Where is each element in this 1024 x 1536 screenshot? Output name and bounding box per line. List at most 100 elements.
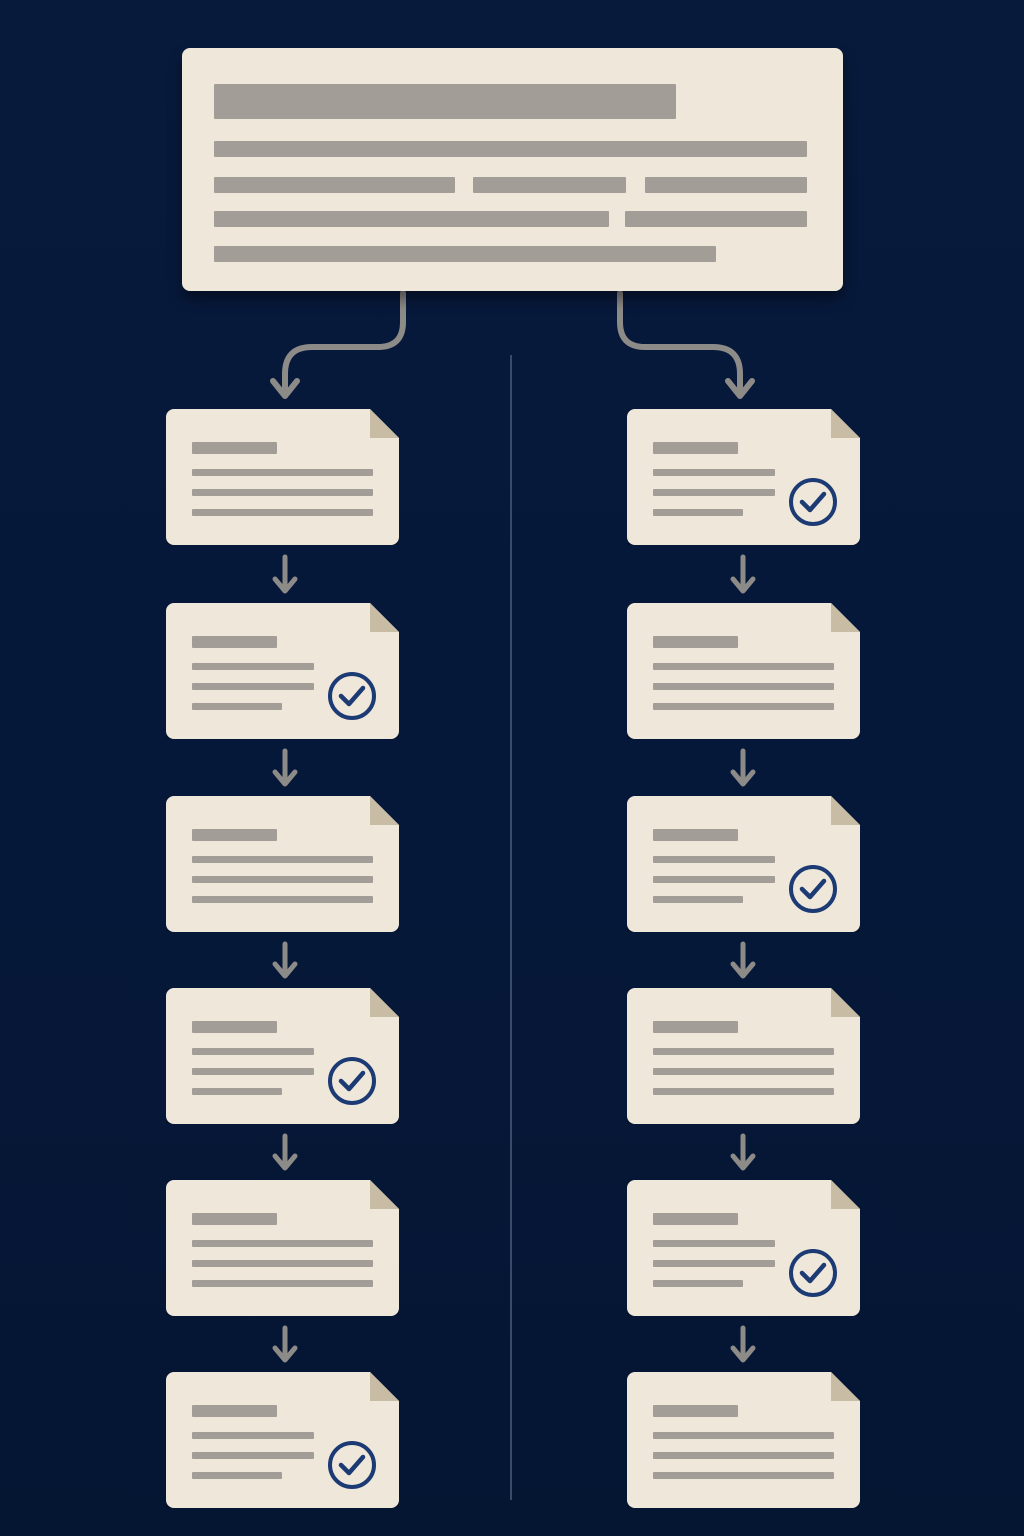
page-fold-corner — [831, 409, 860, 438]
page-fold-corner — [370, 603, 399, 632]
root-title-bar — [214, 84, 676, 119]
arrow-down-icon — [272, 1133, 298, 1171]
page-fold-corner — [831, 988, 860, 1017]
check-circle-icon — [789, 1249, 837, 1297]
document-shape — [166, 796, 399, 932]
card-text-line — [192, 1472, 282, 1479]
card-text-line — [192, 1068, 314, 1075]
card-title-bar — [653, 829, 738, 841]
card-text-line — [653, 509, 743, 516]
step-card-right-6 — [627, 1372, 860, 1508]
step-card-right-2 — [627, 603, 860, 739]
step-card-left-6 — [166, 1372, 399, 1508]
card-text-line — [653, 1432, 834, 1439]
card-text-line — [653, 1088, 834, 1095]
card-text-line — [192, 663, 314, 670]
card-title-bar — [192, 829, 277, 841]
card-text-line — [192, 489, 373, 496]
root-text-line — [214, 246, 716, 262]
card-title-bar — [653, 1405, 738, 1417]
page-fold-corner — [831, 1180, 860, 1209]
card-title-bar — [192, 1405, 277, 1417]
card-text-line — [653, 663, 834, 670]
step-card-left-5 — [166, 1180, 399, 1316]
root-text-line — [473, 177, 626, 193]
card-title-bar — [653, 1021, 738, 1033]
check-circle-icon — [328, 1057, 376, 1105]
check-circle-icon — [328, 672, 376, 720]
card-text-line — [192, 876, 373, 883]
card-text-line — [192, 896, 373, 903]
card-text-line — [192, 1048, 314, 1055]
card-text-line — [192, 856, 373, 863]
card-text-line — [653, 1472, 834, 1479]
document-shape — [627, 1372, 860, 1508]
arrow-down-icon — [272, 748, 298, 787]
card-text-line — [653, 896, 743, 903]
card-title-bar — [653, 1213, 738, 1225]
page-fold-corner — [370, 988, 399, 1017]
card-title-bar — [192, 636, 277, 648]
card-title-bar — [653, 442, 738, 454]
step-card-left-1 — [166, 409, 399, 545]
card-text-line — [192, 469, 373, 476]
card-text-line — [192, 1280, 373, 1287]
page-fold-corner — [370, 409, 399, 438]
root-text-line — [214, 211, 609, 227]
root-card — [182, 48, 843, 291]
card-text-line — [192, 1240, 373, 1247]
page-fold-corner — [370, 1372, 399, 1401]
arrow-down-icon — [272, 1325, 298, 1363]
page-fold-corner — [370, 1180, 399, 1209]
page-fold-corner — [370, 796, 399, 825]
branch-connector-left — [282, 290, 406, 395]
document-shape — [166, 409, 399, 545]
card-text-line — [653, 1280, 743, 1287]
branch-connector-right — [617, 290, 743, 395]
check-circle-icon — [789, 865, 837, 913]
card-text-line — [653, 489, 775, 496]
card-text-line — [192, 1260, 373, 1267]
check-circle-icon — [789, 478, 837, 526]
card-text-line — [653, 1048, 834, 1055]
step-card-left-4 — [166, 988, 399, 1124]
check-circle-icon — [328, 1441, 376, 1489]
card-title-bar — [192, 1021, 277, 1033]
card-text-line — [192, 1432, 314, 1439]
arrow-down-icon — [272, 941, 298, 979]
step-card-right-5 — [627, 1180, 860, 1316]
card-text-line — [192, 703, 282, 710]
card-text-line — [653, 683, 834, 690]
document-shape — [627, 988, 860, 1124]
card-text-line — [653, 469, 775, 476]
step-card-left-3 — [166, 796, 399, 932]
root-text-line — [645, 177, 807, 193]
card-text-line — [192, 1088, 282, 1095]
card-title-bar — [653, 636, 738, 648]
card-title-bar — [192, 1213, 277, 1225]
arrow-down-icon — [730, 554, 756, 594]
step-card-right-4 — [627, 988, 860, 1124]
branch-arrowhead-left — [270, 378, 300, 399]
card-text-line — [653, 876, 775, 883]
card-text-line — [653, 856, 775, 863]
document-shape — [166, 1180, 399, 1316]
arrow-down-icon — [730, 941, 756, 979]
arrow-down-icon — [730, 748, 756, 787]
card-text-line — [653, 1240, 775, 1247]
step-card-right-3 — [627, 796, 860, 932]
page-fold-corner — [831, 796, 860, 825]
page-fold-corner — [831, 603, 860, 632]
root-text-line — [625, 211, 807, 227]
card-text-line — [653, 1068, 834, 1075]
card-text-line — [653, 1260, 775, 1267]
card-text-line — [192, 509, 373, 516]
root-text-line — [214, 177, 455, 193]
step-arrows — [272, 554, 756, 1363]
step-card-left-2 — [166, 603, 399, 739]
arrow-down-icon — [730, 1133, 756, 1171]
document-shape — [627, 603, 860, 739]
step-card-right-1 — [627, 409, 860, 545]
arrow-down-icon — [272, 554, 298, 594]
